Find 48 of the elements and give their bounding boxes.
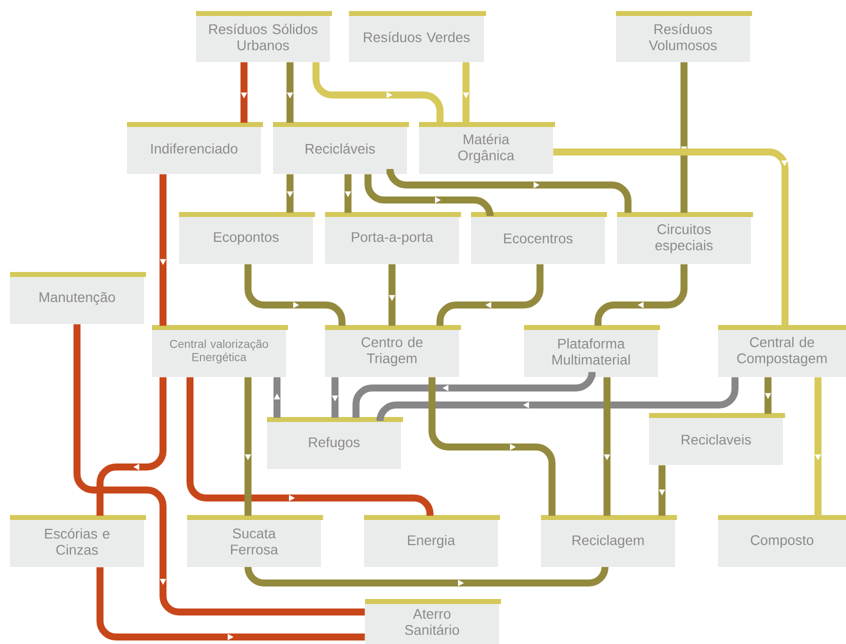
process-box: Circuitos especiais (617, 212, 753, 264)
arrow (286, 174, 294, 213)
arrow (286, 62, 294, 123)
arrow (186, 377, 434, 518)
process-box: Manutenção (10, 272, 146, 324)
arrow (764, 377, 772, 414)
arrow (274, 377, 280, 418)
process-box: Refugos (267, 417, 403, 469)
arrow (436, 264, 544, 326)
process-box: Central de Compostagem (718, 325, 846, 377)
process-box: Composto (718, 515, 846, 567)
arrow (240, 62, 248, 123)
process-box: Porta-a-porta (325, 212, 461, 264)
arrow (312, 62, 444, 123)
process-box: Plataforma Multimaterial (524, 325, 660, 377)
process-box: Indiferenciado (127, 122, 263, 174)
process-box: Resíduos Verdes (349, 11, 486, 62)
process-box: Centro de Triagem (325, 325, 461, 377)
process-box: Energia (364, 515, 500, 567)
arrow (74, 324, 365, 616)
arrow (658, 465, 666, 516)
process-box: Sucata Ferrosa (187, 515, 323, 567)
arrow (96, 567, 365, 640)
process-box: Reciclagem (541, 515, 677, 567)
arrow (553, 148, 788, 326)
arrow (428, 377, 556, 516)
arrow (244, 377, 252, 516)
arrow (244, 264, 346, 326)
process-box: Resíduos Volumosos (616, 11, 752, 62)
process-box: Matéria Orgânica (419, 122, 555, 174)
process-box: Aterro Sanitário (365, 599, 501, 644)
arrow (344, 174, 352, 213)
arrow (604, 377, 610, 516)
arrow (462, 62, 470, 123)
process-box: Central valorização Energética (152, 325, 288, 377)
arrow (680, 62, 688, 213)
process-box: Resíduos Sólidos Urbanos (196, 11, 332, 62)
arrow (160, 174, 166, 326)
arrow (332, 377, 338, 418)
arrow (96, 377, 166, 516)
arrow (594, 264, 688, 326)
process-box: Ecocentros (471, 212, 607, 264)
arrow (388, 264, 396, 326)
arrow (814, 377, 822, 516)
process-box: Escórias e Cinzas (10, 515, 146, 567)
process-box: Recicláveis (273, 122, 409, 174)
process-box: Reciclaveis (649, 413, 785, 465)
process-box: Ecopontos (179, 212, 315, 264)
